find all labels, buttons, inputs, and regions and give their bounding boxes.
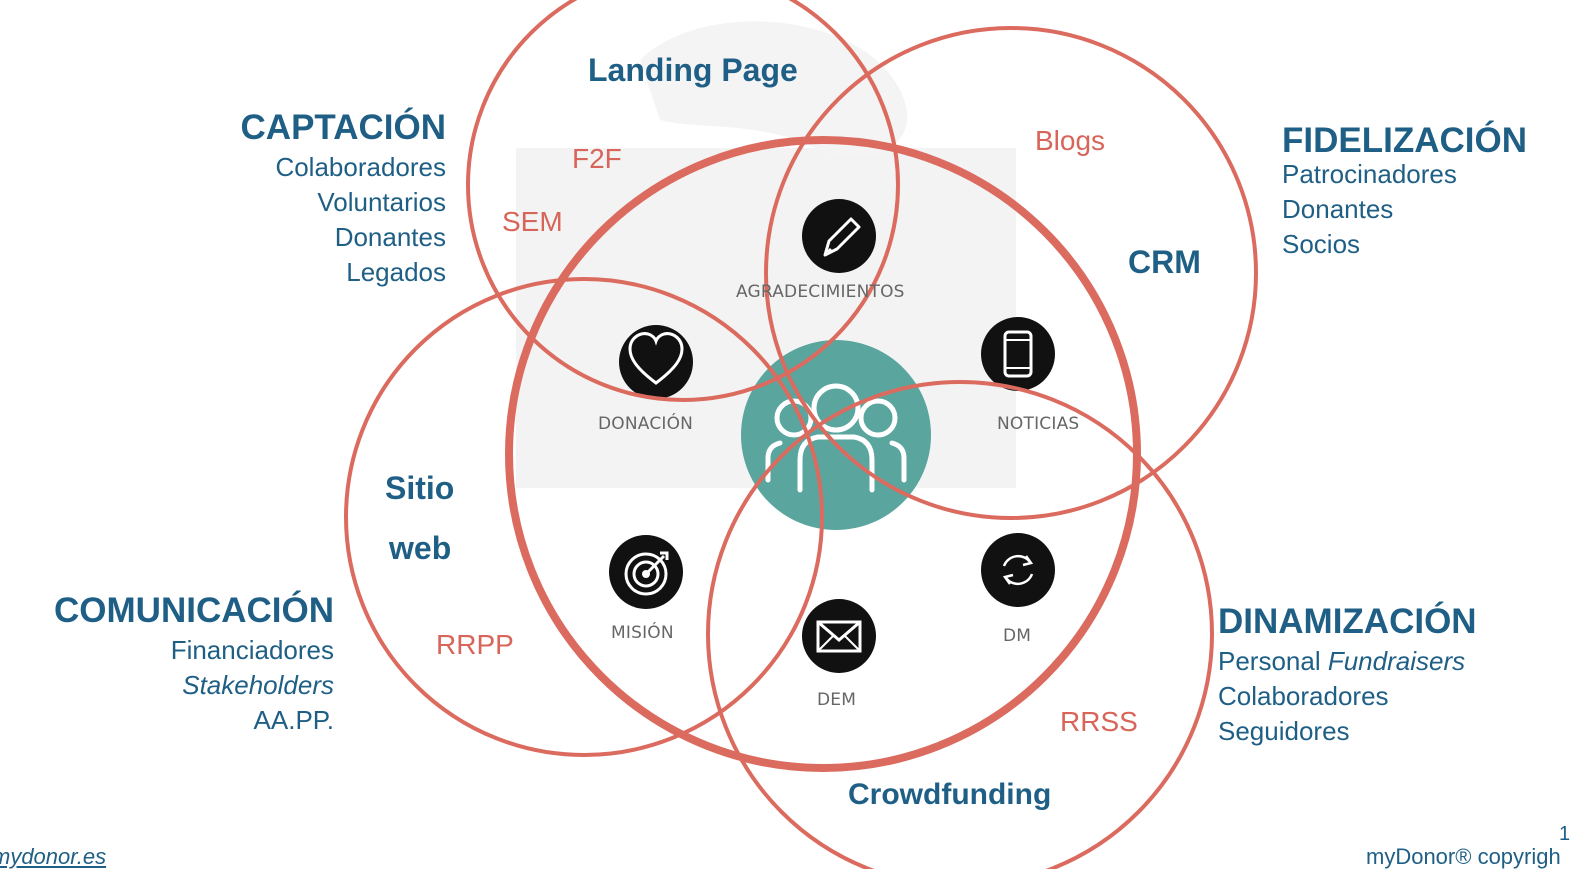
group-dinamizacion: DINAMIZACIÓN Personal Fundraisers Colabo… [1218, 602, 1477, 749]
tool-landing-page: Landing Page [588, 52, 798, 88]
footer-link[interactable]: mydonor.es [0, 844, 107, 869]
footer-copyright: myDonor® copyrigh [1366, 844, 1561, 869]
dinamizacion-italic: Fundraisers [1327, 646, 1466, 676]
dinamizacion-item: Personal Fundraisers [1218, 644, 1477, 679]
icon-label-dm: DM [1003, 626, 1032, 646]
fidelizacion-title: FIDELIZACIÓN [1282, 121, 1527, 160]
icon-label-dem: DEM [817, 690, 857, 710]
icon-label-mision: MISIÓN [611, 623, 674, 643]
icon-label-noticias: NOTICIAS [997, 414, 1080, 434]
crowdfunding-circle [706, 380, 1214, 869]
main-circle [505, 136, 1141, 772]
sitio-web-circle [344, 277, 824, 757]
channel-rrpp: RRPP [436, 629, 514, 660]
channel-rrss: RRSS [1060, 706, 1138, 737]
fidelizacion-item: Patrocinadores [1282, 159, 1457, 189]
phone-icon [981, 317, 1055, 391]
mail-icon [802, 599, 876, 673]
icon-label-donacion: DONACIÓN [598, 414, 694, 434]
fidelizacion-item: Donantes [1282, 194, 1394, 224]
watermark-shape [640, 21, 908, 158]
landing-page-circle [466, 0, 900, 402]
captacion-item: Legados [346, 257, 446, 287]
captacion-item: Donantes [334, 222, 446, 252]
target-icon [609, 535, 683, 609]
comunicacion-item: Financiadores [170, 635, 334, 665]
dinamizacion-item: Seguidores [1218, 716, 1350, 746]
captacion-item: Voluntarios [317, 187, 446, 217]
fidelizacion-item: Socios [1282, 229, 1361, 259]
channel-sem: SEM [502, 206, 563, 237]
tool-crm: CRM [1128, 244, 1201, 280]
channel-f2f: F2F [572, 143, 622, 174]
pen-icon [802, 199, 876, 273]
page-number: 1 [1559, 823, 1571, 845]
crm-circle [764, 26, 1258, 520]
tool-crowdfunding: Crowdfunding [848, 778, 1052, 811]
icon-label-agradecimientos: AGRADECIMIENTOS [736, 282, 905, 302]
group-fidelizacion: FIDELIZACIÓN Patrocinadores Donantes Soc… [1282, 121, 1527, 262]
dinamizacion-title: DINAMIZACIÓN [1218, 602, 1477, 641]
group-comunicacion: COMUNICACIÓN Financiadores Stakeholders … [54, 591, 334, 738]
comunicacion-item: AA.PP. [253, 705, 334, 735]
comunicacion-title: COMUNICACIÓN [54, 591, 334, 630]
tool-sitio: Sitio [385, 470, 455, 506]
tool-web: web [389, 530, 452, 566]
group-captacion: CAPTACIÓN Colaboradores Voluntarios Dona… [241, 108, 446, 290]
comunicacion-item: Stakeholders [182, 670, 334, 700]
refresh-icon [981, 533, 1055, 607]
captacion-title: CAPTACIÓN [240, 108, 446, 147]
captacion-item: Colaboradores [275, 152, 446, 182]
heart-icon [619, 325, 693, 399]
channel-blogs: Blogs [1035, 125, 1106, 156]
dinamizacion-item: Colaboradores [1218, 681, 1389, 711]
dinamizacion-prefix: Personal [1218, 646, 1328, 676]
